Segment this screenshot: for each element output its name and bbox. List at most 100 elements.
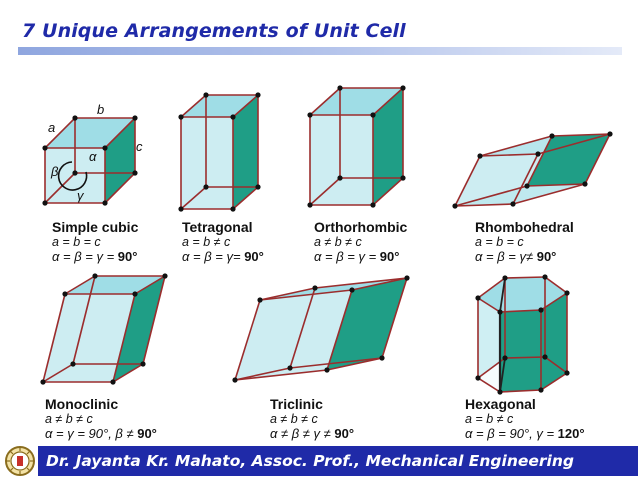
lattice-point [324,367,330,373]
lattice-point [287,365,293,371]
svg-text:Hexagonal: Hexagonal [465,396,536,412]
lattice-point [72,170,78,176]
lattice-point [538,387,544,393]
lattice-point [452,203,458,209]
cell-edge [44,117,76,149]
lattice-point [549,133,555,139]
cell-edge [544,276,568,294]
lattice-point [230,206,236,212]
cell-edge [504,276,546,279]
cell-edge [232,186,259,210]
lattice-point [502,355,508,361]
lattice-point [255,92,261,98]
cell-label-orthorhombic: Orthorhombic a ≠ b ≠ c α = β = γ = 90° [314,219,408,264]
svg-text:α ≠ β ≠ γ ≠ 90°: α ≠ β ≠ γ ≠ 90° [270,426,354,441]
cell-edge [326,357,383,371]
lattice-point [40,379,46,385]
lattice-point [542,274,548,280]
svg-text:α = γ = 90°, β ≠ 90°: α = γ = 90°, β ≠ 90° [45,426,157,441]
lattice-point [102,145,108,151]
lattice-point [62,291,68,297]
lattice-point [477,153,483,159]
lattice-point [132,115,138,121]
side-face [113,276,165,382]
cell-edge [477,377,501,393]
cell-edge [477,277,506,299]
lattice-point [542,354,548,360]
svg-text:a = b = c: a = b = c [475,235,524,249]
svg-text:a = b ≠ c: a = b ≠ c [182,235,231,249]
lattice-point [203,184,209,190]
lattice-point [307,202,313,208]
lattice-point [538,307,544,313]
top-face [260,278,407,300]
cube-label-gamma: γ [77,188,85,203]
cube-label-alpha: α [89,149,97,164]
lattice-point [337,85,343,91]
side-face [105,118,135,203]
svg-text:Triclinic: Triclinic [270,396,323,412]
cube-label-beta: β [50,164,59,179]
svg-text:a ≠ b ≠ c: a ≠ b ≠ c [314,235,363,249]
lattice-point [178,206,184,212]
cell-edge [372,87,404,116]
lattice-point [257,297,263,303]
svg-text:α = β = γ = 90°: α = β = γ = 90° [52,249,137,264]
cell-edge [540,372,568,391]
lattice-point [132,170,138,176]
cell-shape-orthorhombic [307,85,406,208]
svg-text:Tetragonal: Tetragonal [182,219,253,235]
svg-text:a = b = c: a = b = c [52,235,101,249]
cell-edge [142,275,166,365]
cell-edge [180,94,207,118]
lattice-point [379,355,385,361]
footer-bar: Dr. Jayanta Kr. Mahato, Assoc. Prof., Me… [38,446,638,476]
front-face [181,117,233,209]
cell-edge [526,183,586,187]
slide-title: 7 Unique Arrangements of Unit Cell [22,20,406,42]
cell-edge [104,117,136,149]
lattice-point [502,275,508,281]
cell-edge [381,277,408,359]
lattice-point [230,114,236,120]
cell-edge [584,133,611,185]
lattice-point [475,375,481,381]
cell-edge [551,133,611,137]
left-face [43,276,95,382]
cell-edge [526,135,553,187]
cell-label-hexagonal: Hexagonal a = b ≠ c α = β = 90°, γ = 120… [465,396,585,441]
lattice-point [162,273,168,279]
svg-text:a ≠ b ≠ c: a ≠ b ≠ c [270,412,319,426]
lattice-point [497,309,503,315]
cell-edge [234,369,328,381]
lattice-point [70,361,76,367]
lattice-point [178,114,184,120]
side-face [233,95,258,209]
svg-text:a ≠ b ≠ c: a ≠ b ≠ c [45,412,94,426]
cell-edge [309,177,341,206]
cell-edge [454,185,528,207]
side-face [541,293,567,390]
lattice-point [404,275,410,281]
side-face [500,310,541,392]
cell-edge [454,155,481,207]
cell-edge [234,299,261,381]
cell-edge [259,289,353,301]
cube-label-c: c [136,139,143,154]
lattice-point [132,291,138,297]
lattice-point [400,175,406,181]
cell-edge [112,363,144,383]
cell-edge [544,356,568,374]
lattice-point [475,295,481,301]
svg-text:Monoclinic: Monoclinic [45,396,118,412]
cell-edge [180,186,207,210]
unit-cell-edge [499,277,506,313]
cell-shape-hexagonal [475,274,570,395]
cell-shape-triclinic [232,275,410,383]
lattice-point [102,200,108,206]
cell-edge [512,183,586,205]
cell-shape-tetragonal [178,92,261,212]
lattice-point [349,287,355,293]
lattice-point [524,183,530,189]
cell-edge [512,153,539,205]
